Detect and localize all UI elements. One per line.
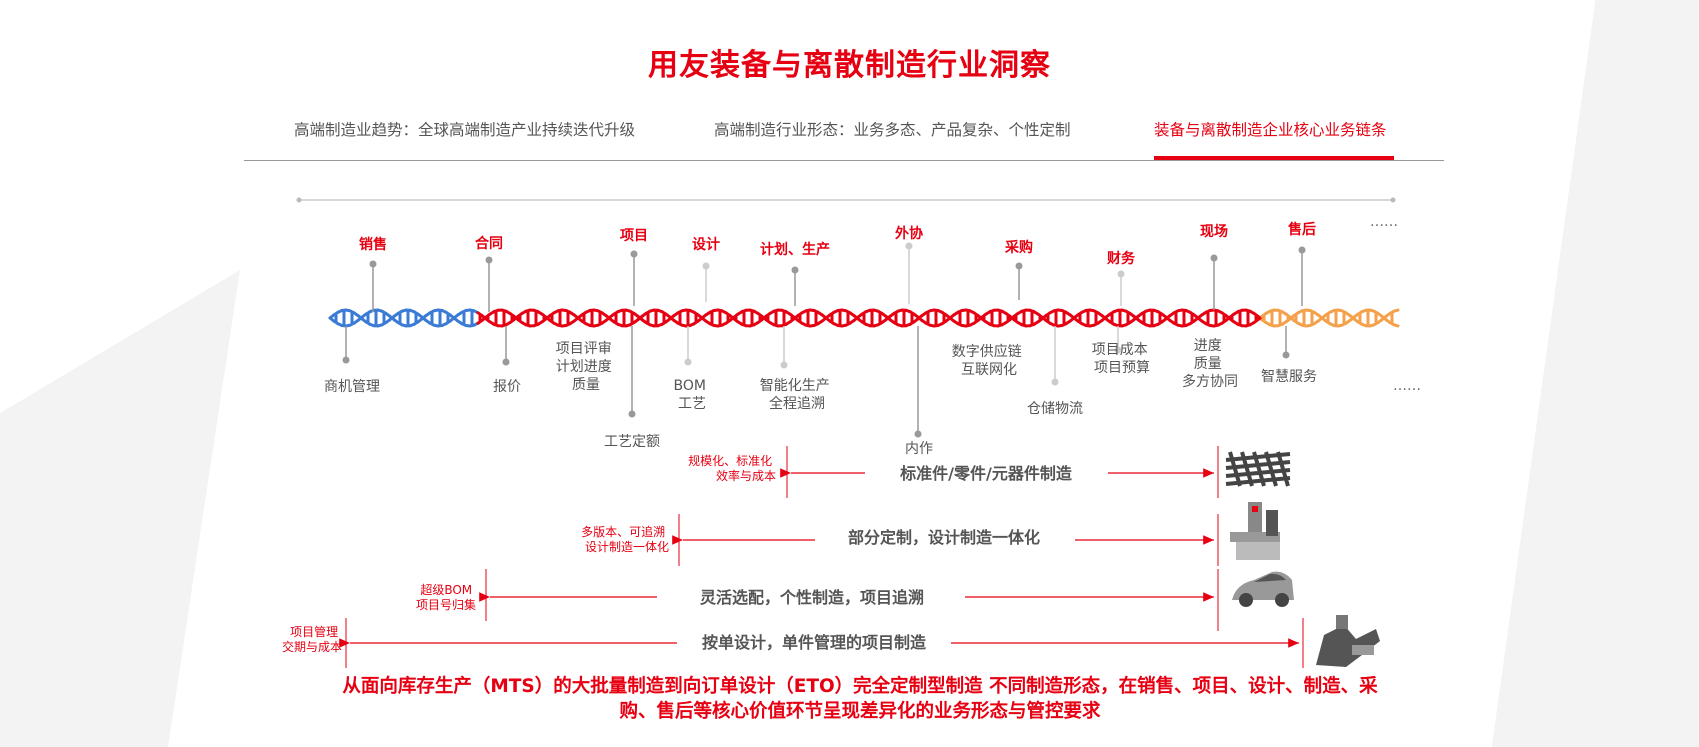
tab-trend[interactable]: 高端制造业趋势：全球高端制造产业持续迭代升级 xyxy=(294,121,636,139)
mode-label-standard: 标准件/零件/元器件制造 xyxy=(899,464,1073,483)
mode-side-eto: 项目管理 交期与成本 xyxy=(282,624,342,654)
tab-core-chain[interactable]: 装备与离散制造企业核心业务链条 xyxy=(1154,121,1387,139)
stage-label-purchase: 采购 xyxy=(1004,239,1033,256)
stage-pin xyxy=(1298,246,1306,306)
mode-row-eto: 按单设计，单件管理的项目制造 项目管理 交期与成本 xyxy=(282,618,1304,668)
dna-strand-segment xyxy=(1392,323,1400,328)
detail-in-house: 内作 xyxy=(905,441,933,457)
ellipsis-top: …… xyxy=(1370,214,1398,230)
mesh-icon xyxy=(1225,451,1291,487)
stage-pin xyxy=(1117,270,1125,306)
stage-pin xyxy=(369,260,377,312)
stage-pin xyxy=(1282,326,1290,359)
detail-project-cost: 项目成本 项目预算 xyxy=(1092,342,1152,376)
stage-label-site: 现场 xyxy=(1200,224,1228,240)
mode-row-flexible-config: 灵活选配，个性制造，项目追溯 超级BOM 项目号归集 xyxy=(416,569,1219,631)
stage-pin xyxy=(1051,326,1059,386)
stage-label-outsourcing: 外协 xyxy=(895,225,923,242)
timeline-line xyxy=(296,197,1396,203)
stage-pin xyxy=(342,326,350,364)
stage-label-sales: 销售 xyxy=(359,236,387,253)
stage-pin xyxy=(791,266,799,306)
stage-pin xyxy=(1015,262,1023,300)
detail-process-quota: 工艺定额 xyxy=(604,434,660,450)
car-icon xyxy=(1232,571,1294,607)
detail-opportunity: 商机管理 xyxy=(324,379,380,395)
page-title: 用友装备与离散制造行业洞察 xyxy=(648,48,1051,83)
stage-pin xyxy=(1114,326,1122,354)
detail-smart-service: 智慧服务 xyxy=(1261,369,1317,385)
detail-warehouse-logistics: 仓储物流 xyxy=(1027,401,1083,417)
tab-bar: 高端制造业趋势：全球高端制造产业持续迭代升级 高端制造行业形态：业务多态、产品复… xyxy=(244,110,1444,162)
stage-pin xyxy=(628,326,636,418)
stage-label-design: 设计 xyxy=(692,236,720,253)
detail-project-review: 项目评审 计划进度 质量 xyxy=(556,341,616,393)
stage-label-contract: 合同 xyxy=(475,235,503,252)
mode-label-eto: 按单设计，单件管理的项目制造 xyxy=(702,633,927,652)
stage-label-finance: 财务 xyxy=(1106,250,1136,267)
mode-side-standard: 规模化、标准化 效率与成本 xyxy=(688,453,776,483)
tabs-divider xyxy=(244,160,1444,161)
stage-pin xyxy=(684,326,692,366)
stage-pin xyxy=(702,262,710,302)
stage-pin xyxy=(630,250,638,306)
dna-helix xyxy=(328,308,1400,328)
dna-strand-segment xyxy=(1392,308,1400,313)
stage-pin xyxy=(914,326,922,438)
mode-label-flexible-config: 灵活选配，个性制造，项目追溯 xyxy=(700,588,924,607)
footer-line-1: 从面向库存生产（MTS）的大批量制造到向订单设计（ETO）完全定制型制造 不同制… xyxy=(342,676,1378,697)
tab-industry-form[interactable]: 高端制造行业形态：业务多态、产品复杂、个性定制 xyxy=(714,121,1071,139)
mode-row-partial-custom: 部分定制，设计制造一体化 多版本、可追溯 设计制造一体化 xyxy=(581,514,1219,566)
detail-bom-process: BOM 工艺 xyxy=(674,378,711,412)
footer-summary: 从面向库存生产（MTS）的大批量制造到向订单设计（ETO）完全定制型制造 不同制… xyxy=(220,674,1500,724)
stage-pins xyxy=(342,242,1306,438)
detail-progress-quality: 进度 质量 多方协同 xyxy=(1182,338,1238,390)
ellipsis-bottom: …… xyxy=(1393,378,1421,394)
mode-row-standard: 标准件/零件/元器件制造 规模化、标准化 效率与成本 xyxy=(688,446,1219,498)
mode-side-flexible-config: 超级BOM 项目号归集 xyxy=(416,582,476,612)
footer-line-2: 购、售后等核心价值环节呈现差异化的业务形态与管控要求 xyxy=(619,701,1101,722)
stage-label-plan-production: 计划、生产 xyxy=(760,241,830,258)
mode-side-partial-custom: 多版本、可追溯 设计制造一体化 xyxy=(581,524,669,554)
mode-label-partial-custom: 部分定制，设计制造一体化 xyxy=(848,528,1040,547)
stage-pin xyxy=(485,256,493,312)
stage-label-after-sales: 售后 xyxy=(1287,221,1316,238)
stage-label-project: 项目 xyxy=(620,228,648,244)
detail-smart-production: 智能化生产 全程追溯 xyxy=(760,378,834,412)
stage-pin xyxy=(905,242,913,304)
stage-pin xyxy=(502,326,510,366)
machine-tool-icon xyxy=(1230,502,1280,560)
stage-pin xyxy=(1210,254,1218,310)
heavy-machine-icon xyxy=(1316,615,1380,667)
detail-quote: 报价 xyxy=(493,379,521,395)
detail-digital-supply-chain: 数字供应链 互联网化 xyxy=(952,343,1026,378)
active-tab-underline xyxy=(1154,156,1394,160)
stage-pin xyxy=(780,326,788,369)
